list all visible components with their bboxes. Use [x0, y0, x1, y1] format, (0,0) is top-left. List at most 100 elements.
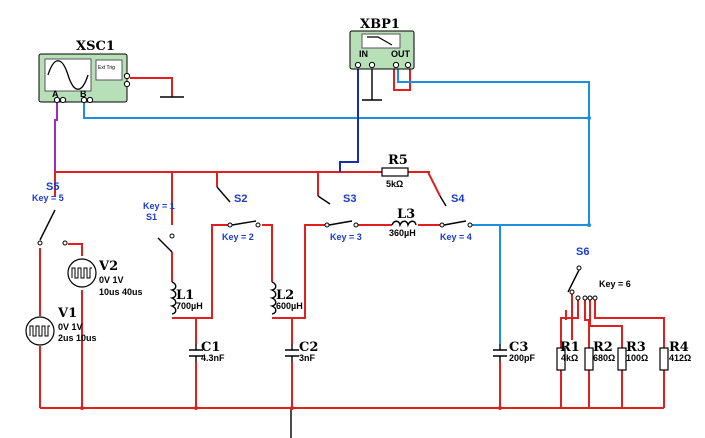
inductor-l1[interactable]: L1 700µH: [169, 281, 203, 315]
capacitor-c1[interactable]: C1 4.3nF: [189, 340, 225, 363]
s3-contact-b: [353, 222, 359, 228]
s4-arm: [443, 220, 467, 226]
scope-b-wire: [83, 100, 590, 225]
bode-in-pos-terminal[interactable]: [354, 61, 362, 69]
s2-name: S2: [234, 193, 247, 205]
s3-key: Key = 3: [330, 232, 362, 242]
junction-dot: [80, 406, 84, 410]
s6-pos-1: [569, 289, 575, 295]
capacitor-c2[interactable]: C2 3nF: [285, 340, 318, 363]
s2-right-wire: [262, 224, 273, 282]
v1-spec-1: 0V 1V: [58, 322, 83, 332]
bode-out-blue-wire: [397, 68, 590, 118]
scope-a-neg-terminal[interactable]: [59, 96, 67, 104]
xbp1-label: XBP1: [360, 17, 400, 32]
s6-pos-2: [575, 295, 581, 301]
switch-s2[interactable]: S2 Key = 2: [216, 186, 261, 242]
c2-plates: [285, 344, 299, 362]
wires: [39, 68, 665, 438]
r3-body: [617, 347, 627, 371]
bode-out-pos-terminal[interactable]: [392, 61, 400, 69]
switch-s1[interactable]: Key = 1 S1: [143, 201, 175, 253]
capacitor-c3[interactable]: C3 200pF: [493, 340, 536, 363]
resistor-r1[interactable]: R1 4kΩ: [556, 340, 580, 371]
l1-coil: [169, 281, 177, 315]
v1-spec-2: 2us 10us: [58, 333, 97, 343]
sine-wave-icon: [47, 60, 89, 90]
l2-name: L2: [276, 288, 294, 303]
s1-blade: [157, 237, 173, 253]
r2-name: R2: [593, 340, 613, 355]
v2-spec-2: 10us 40us: [99, 287, 143, 297]
scope-b-terminal[interactable]: [80, 96, 88, 104]
s5-key: Key = 5: [32, 193, 64, 203]
scope-trig-gnd-terminal[interactable]: [123, 80, 131, 88]
resistor-r5[interactable]: R5 5kΩ: [381, 153, 409, 189]
switch-s3[interactable]: S3 Key = 3: [317, 193, 362, 242]
junction-dot: [587, 223, 591, 227]
switch-s4[interactable]: S4 Key = 4: [439, 193, 473, 242]
s4-blade: [439, 195, 447, 207]
bode-out-neg-terminal[interactable]: [404, 61, 412, 69]
scope-trig-wire: [130, 77, 173, 97]
resistor-r2[interactable]: R2 680Ω: [584, 340, 615, 371]
l3-value: 360µH: [389, 228, 416, 238]
source-v1[interactable]: V1 0V 1V 2us 10us: [25, 306, 97, 346]
channel-b-label: B: [80, 89, 87, 99]
ext-trig-label: Ext Trig: [98, 65, 115, 71]
scope-a-terminal[interactable]: [53, 96, 61, 104]
bode-plotter-screen: [361, 33, 401, 49]
trigger-panel: [95, 59, 123, 81]
s4-key: Key = 4: [440, 232, 472, 242]
resistor-r3[interactable]: R3 100Ω: [617, 340, 648, 371]
l2-value: 600µH: [276, 301, 303, 311]
r1-value: 4kΩ: [561, 353, 578, 363]
s5-contact-b: [62, 240, 68, 246]
v2-spec-1: 0V 1V: [99, 275, 124, 285]
switch-s5[interactable]: S5 Key = 5: [32, 181, 68, 246]
scope-trig-terminal[interactable]: [123, 72, 131, 80]
bode-plotter-xbp1[interactable]: XBP1 IN OUT: [349, 17, 415, 70]
s3-left-wire: [272, 224, 325, 319]
c3-value: 200pF: [509, 353, 536, 363]
r4-name: R4: [669, 340, 689, 355]
pulse-wave-icon: [71, 267, 92, 279]
s2-arm: [231, 220, 257, 226]
l3-name: L3: [397, 207, 415, 222]
s4-contact-a: [439, 222, 445, 228]
resistor-r4[interactable]: R4 412Ω: [659, 340, 691, 371]
oscilloscope-xsc1[interactable]: XSC1 Ext Trig A B: [38, 39, 131, 104]
bode-in-neg-terminal[interactable]: [368, 61, 376, 69]
s3-blade: [317, 195, 331, 205]
junction-dot: [194, 406, 198, 410]
bode-curve-icon: [367, 36, 393, 46]
r4-value: 412Ω: [669, 353, 691, 363]
v1-name: V1: [57, 306, 77, 321]
s3-contact-a: [324, 222, 330, 228]
r1-wire: [560, 300, 579, 348]
v1-symbol: [25, 316, 55, 346]
r3-wire: [589, 300, 623, 348]
r5-body: [381, 167, 409, 177]
scope-b-neg-terminal[interactable]: [86, 96, 94, 104]
c3-name: C3: [509, 340, 528, 355]
s3-name: S3: [343, 193, 356, 205]
s6-pos-3: [582, 295, 588, 301]
s5-name: S5: [46, 181, 59, 193]
switch-s6[interactable]: S6 Key = 6: [567, 246, 631, 301]
r2-wire: [584, 300, 590, 348]
junction-dots: [80, 116, 591, 410]
s1-contact-top: [169, 233, 175, 239]
v2-name: V2: [98, 259, 118, 274]
c2-value: 3nF: [299, 353, 316, 363]
inductor-l3[interactable]: L3 360µH: [389, 207, 417, 238]
l3-coil: [391, 220, 417, 228]
r1-body: [556, 347, 566, 371]
source-v2[interactable]: V2 0V 1V 10us 40us: [67, 258, 143, 297]
s6-key: Key = 6: [599, 279, 631, 289]
scope-a-wire: [54, 100, 58, 172]
inductor-l2[interactable]: L2 600µH: [269, 281, 303, 315]
bode-out-red-wire: [393, 68, 411, 91]
c1-name: C1: [201, 340, 220, 355]
c1-plates: [189, 344, 203, 362]
